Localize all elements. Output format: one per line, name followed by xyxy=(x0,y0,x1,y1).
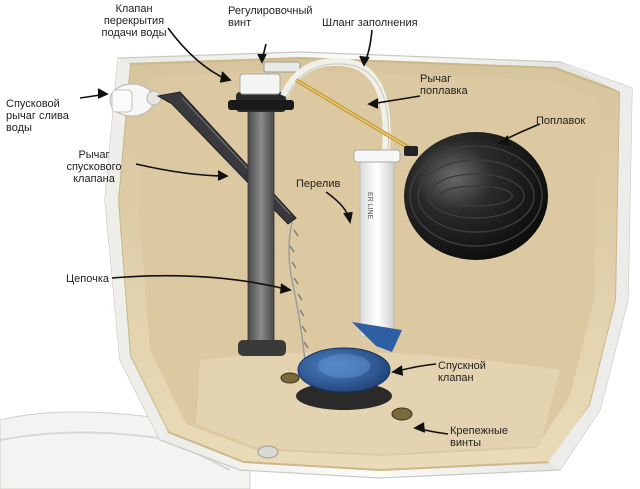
flush-valve-flapper xyxy=(296,322,402,410)
label-handle: Спусковой рычаг слива воды xyxy=(6,98,69,134)
overflow-tube-print: ER LINE xyxy=(366,192,373,220)
label-fill-hose: Шланг заполнения xyxy=(322,17,418,29)
label-flush-valve: Спускной клапан xyxy=(438,360,486,384)
fill-valve xyxy=(228,61,301,356)
fill-hose xyxy=(280,57,391,153)
label-flush-lever: Рычаг спускового клапана xyxy=(66,149,122,185)
label-chain: Цепочка xyxy=(66,273,109,285)
label-mount-screws: Крепежные винты xyxy=(450,425,509,449)
flush-handle xyxy=(109,83,162,117)
float-arm xyxy=(294,78,418,154)
label-float-arm: Рычаг поплавка xyxy=(420,73,468,97)
label-overflow: Перелив xyxy=(296,178,341,190)
annotation-arrows xyxy=(79,27,541,435)
label-adjust-screw: Регулировочный винт xyxy=(228,5,313,29)
label-shutoff-valve: Клапан перекрытия подачи воды xyxy=(101,3,167,39)
label-float: Поплавок xyxy=(536,115,586,127)
mount-screws xyxy=(257,372,413,459)
overflow-tube: ER LINE xyxy=(353,149,401,337)
float-ball xyxy=(404,132,548,260)
